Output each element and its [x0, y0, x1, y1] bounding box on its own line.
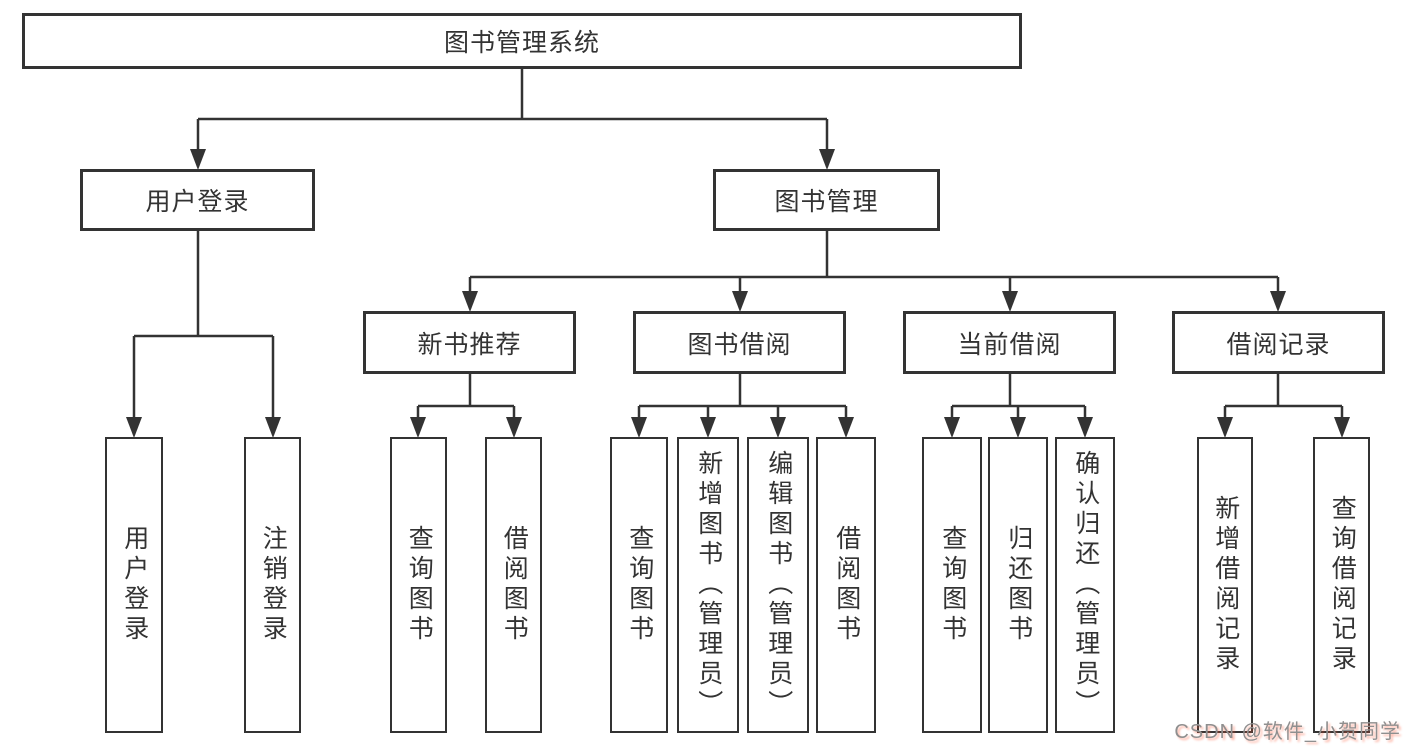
node-leaf-logout: 注销登录 — [244, 437, 301, 733]
node-leaf-user-login: 用户登录 — [105, 437, 163, 733]
node-label: 图书借阅 — [687, 330, 792, 359]
node-label: 查询图书 — [405, 525, 434, 645]
node-label: 用户登录 — [145, 188, 250, 216]
watermark: CSDN @软件_小贺同学 — [1174, 721, 1401, 743]
node-label: 确认归还（管理员） — [1071, 450, 1100, 720]
node-current-borrowing: 当前借阅 — [903, 311, 1116, 374]
node-leaf-query-books-1: 查询图书 — [390, 437, 447, 733]
node-label: 借阅记录 — [1226, 330, 1331, 359]
node-label: 新书推荐 — [417, 330, 522, 359]
node-user-login: 用户登录 — [80, 169, 315, 231]
node-book-management: 图书管理 — [713, 169, 940, 231]
node-leaf-query-books-2: 查询图书 — [610, 437, 668, 733]
node-label: 图书管理 — [774, 188, 879, 216]
node-label: 查询图书 — [625, 525, 654, 645]
node-label: 新增图书（管理员） — [694, 450, 723, 720]
node-label: 借阅图书 — [500, 525, 529, 645]
node-leaf-query-books-3: 查询图书 — [922, 437, 982, 733]
node-label: 图书管理系统 — [443, 29, 600, 57]
node-label: 查询图书 — [938, 525, 967, 645]
node-label: 新增借阅记录 — [1211, 495, 1240, 675]
node-label: 查询借阅记录 — [1328, 495, 1357, 675]
node-label: 借阅图书 — [832, 525, 861, 645]
node-leaf-add-borrow-record: 新增借阅记录 — [1197, 437, 1253, 733]
node-label: 归还图书 — [1004, 525, 1033, 645]
node-book-borrowing: 图书借阅 — [633, 311, 846, 374]
node-leaf-add-book-admin: 新增图书（管理员） — [677, 437, 739, 733]
node-label: 当前借阅 — [957, 330, 1062, 359]
node-label: 用户登录 — [120, 525, 149, 645]
node-leaf-borrow-books-2: 借阅图书 — [816, 437, 876, 733]
node-leaf-return-book: 归还图书 — [988, 437, 1048, 733]
node-leaf-edit-book-admin: 编辑图书（管理员） — [747, 437, 809, 733]
node-leaf-confirm-return-admin: 确认归还（管理员） — [1055, 437, 1115, 733]
node-label: 编辑图书（管理员） — [764, 450, 793, 720]
node-leaf-borrow-books-1: 借阅图书 — [485, 437, 542, 733]
node-new-book-recommend: 新书推荐 — [363, 311, 576, 374]
node-borrowing-records: 借阅记录 — [1172, 311, 1385, 374]
node-label: 注销登录 — [259, 525, 288, 645]
node-library-system: 图书管理系统 — [22, 13, 1022, 69]
node-leaf-query-borrow-record: 查询借阅记录 — [1313, 437, 1370, 733]
